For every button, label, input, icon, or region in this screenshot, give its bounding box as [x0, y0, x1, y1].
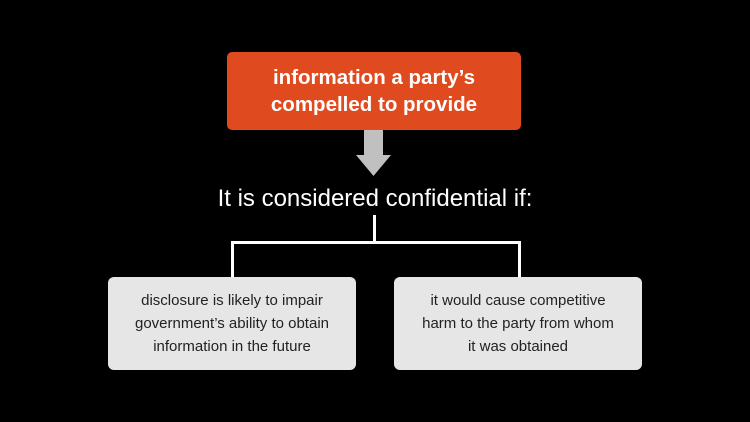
- condition-2-line-3: it was obtained: [467, 338, 569, 355]
- condition-box-competitive-harm: it would cause competitive harm to the p…: [394, 277, 642, 370]
- condition-2-line-2: harm to the party from whom: [422, 315, 614, 332]
- condition-heading: It is considered confidential if:: [217, 185, 533, 212]
- condition-1-line-1: disclosure is likely to impair: [141, 292, 323, 309]
- source-box: information a party’s compelled to provi…: [227, 52, 521, 130]
- condition-box-impair-government: disclosure is likely to impair governmen…: [108, 277, 356, 370]
- connector-right: [518, 241, 521, 278]
- connector-left: [231, 241, 234, 278]
- connector-stem: [373, 215, 376, 243]
- condition-1-line-2: government’s ability to obtain: [134, 315, 329, 332]
- condition-2-line-1: it would cause competitive: [430, 292, 606, 309]
- down-arrow-icon: [356, 130, 391, 176]
- source-line-2: compelled to provide: [270, 93, 478, 116]
- condition-1-line-3: information in the future: [153, 338, 311, 355]
- source-line-1: information a party’s: [272, 66, 475, 89]
- connector-horizontal: [231, 241, 521, 244]
